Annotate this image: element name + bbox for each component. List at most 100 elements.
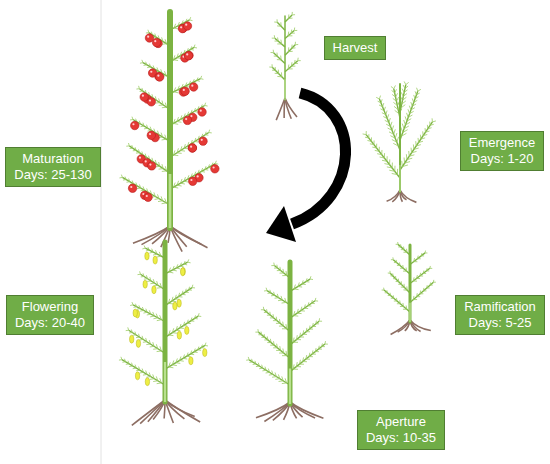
- needle-line: [275, 378, 279, 380]
- needle-line: [423, 288, 424, 291]
- needle-line: [277, 37, 279, 41]
- red-berry: [147, 131, 155, 139]
- needle-line: [160, 283, 161, 287]
- needle-line: [187, 320, 188, 324]
- needle-line: [420, 291, 422, 294]
- needle-line: [414, 261, 418, 262]
- needle-line: [150, 283, 154, 285]
- needle-line: [205, 105, 208, 107]
- needle-line: [393, 98, 397, 101]
- needle-line: [418, 138, 419, 143]
- branch-line: [264, 310, 290, 332]
- needle-line: [272, 371, 273, 375]
- asparagus-plant: [246, 262, 328, 421]
- needle-line: [135, 365, 136, 368]
- berry-highlight: [191, 85, 193, 87]
- needle-line: [386, 124, 390, 126]
- needle-line: [176, 326, 177, 330]
- needle-line: [153, 380, 158, 382]
- needle-line: [395, 89, 397, 92]
- needle-line: [292, 47, 296, 48]
- needle-line: [257, 329, 259, 332]
- needle-line: [132, 302, 133, 305]
- needle-line: [406, 82, 409, 84]
- needle-line: [294, 288, 299, 290]
- needle-line: [165, 166, 166, 171]
- needle-line: [413, 258, 415, 262]
- needle-line: [306, 328, 308, 332]
- needle-line: [319, 321, 322, 322]
- needle-line: [143, 186, 144, 190]
- needle-line: [153, 374, 154, 378]
- stem-line: [163, 242, 168, 402]
- needle-line: [297, 309, 298, 313]
- needle-line: [184, 144, 185, 148]
- needle-line: [191, 318, 192, 321]
- needle-line: [388, 128, 392, 130]
- needle-line: [127, 327, 129, 330]
- needle-line: [285, 271, 287, 276]
- needle-line: [180, 360, 184, 362]
- needle-line: [382, 113, 386, 115]
- needle-line: [302, 280, 303, 284]
- needle-line: [179, 296, 183, 297]
- branch-line: [290, 344, 325, 372]
- yellow-flower: [153, 256, 157, 264]
- stem-highlight: [285, 79, 286, 100]
- needle-line: [371, 137, 372, 141]
- needle-line: [266, 372, 270, 374]
- needle-line: [270, 290, 271, 293]
- needle-line: [155, 34, 156, 37]
- needle-line: [396, 281, 399, 282]
- needle-line: [142, 369, 143, 373]
- needle-line: [423, 273, 426, 274]
- needle-line: [280, 56, 282, 60]
- needle-line: [291, 33, 295, 34]
- needle-line: [408, 115, 412, 117]
- needle-line: [303, 334, 307, 335]
- berry-highlight: [197, 175, 199, 177]
- needle-line: [403, 309, 407, 310]
- needle-line: [187, 323, 191, 324]
- needle-line: [303, 361, 307, 362]
- stage-days: Days: 25-130: [14, 167, 91, 183]
- needle-line: [404, 120, 406, 125]
- red-berry: [188, 144, 196, 152]
- needle-line: [282, 269, 284, 273]
- stem-line: [167, 12, 173, 228]
- needle-line: [153, 279, 154, 283]
- needle-line: [146, 309, 147, 313]
- needle-line: [322, 346, 325, 347]
- needle-line: [262, 365, 263, 368]
- needle-line: [187, 175, 188, 179]
- needle-line: [418, 258, 421, 259]
- branch-line: [129, 330, 165, 353]
- needle-line: [299, 333, 301, 337]
- needle-line: [405, 86, 408, 88]
- needle-line: [181, 146, 182, 150]
- needle-line: [401, 161, 403, 167]
- berry-highlight: [139, 157, 141, 159]
- needle-line: [404, 90, 407, 93]
- needle-line: [129, 365, 132, 367]
- needle-line: [266, 288, 268, 291]
- needle-line: [397, 137, 399, 142]
- needle-line: [315, 300, 318, 301]
- berry-highlight: [147, 36, 149, 38]
- needle-line: [380, 157, 385, 158]
- needle-line: [306, 281, 309, 283]
- needle-line: [191, 46, 192, 49]
- needle-line: [191, 140, 192, 144]
- arrow-head: [266, 206, 296, 242]
- stage-label: MaturationDays: 25-130: [5, 147, 100, 188]
- needle-line: [293, 342, 298, 343]
- stage-label: ApertureDays: 10-35: [357, 410, 445, 451]
- needle-line: [198, 316, 201, 317]
- needle-line: [180, 356, 181, 360]
- stage-name: Aperture: [366, 414, 436, 430]
- needle-line: [195, 318, 198, 319]
- needle-line: [185, 292, 188, 293]
- needle-line: [177, 181, 179, 185]
- needle-line: [140, 310, 144, 312]
